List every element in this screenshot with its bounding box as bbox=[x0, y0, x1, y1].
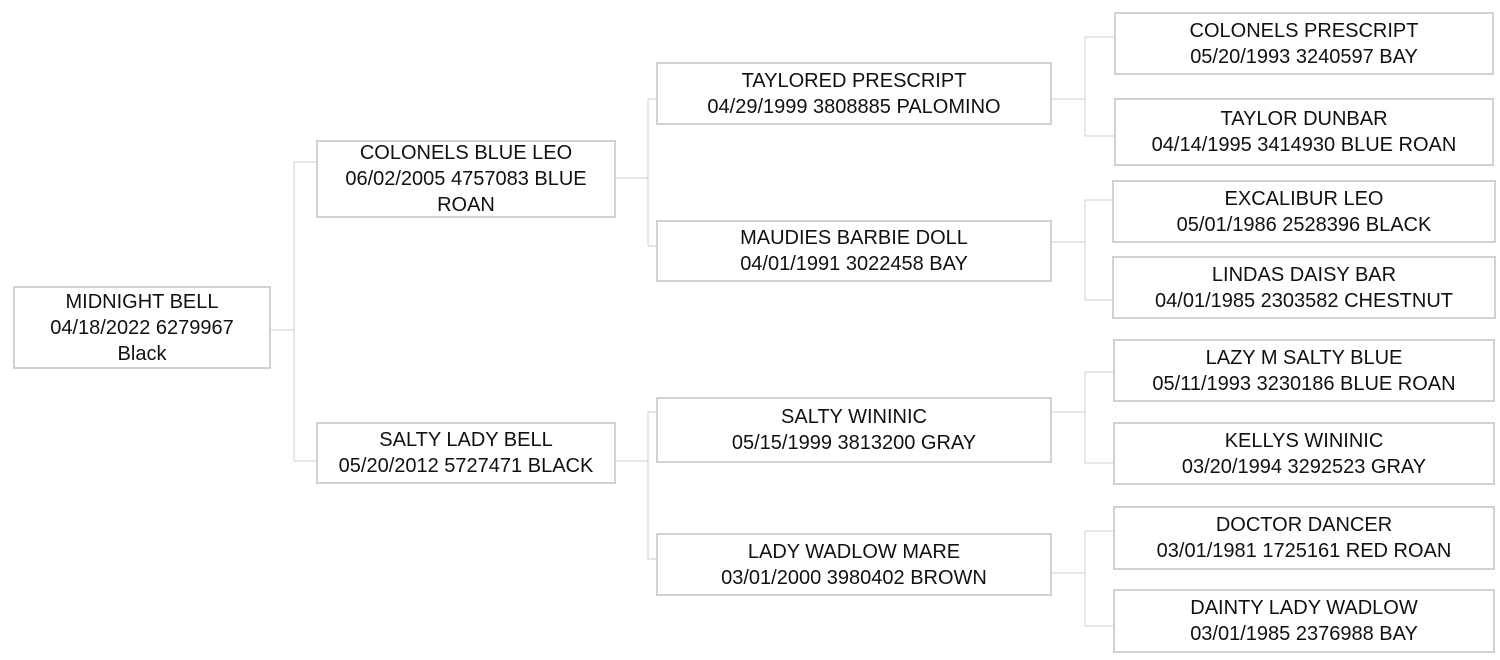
horse-name: MAUDIES BARBIE DOLL bbox=[740, 227, 968, 249]
horse-name: LINDAS DAISY BAR bbox=[1211, 263, 1397, 286]
horse-dam-sire: SALTY WININIC 05/15/1999 3813200 GRAY bbox=[656, 397, 1052, 463]
horse-details: 04/01/1985 2303582 CHESTNUT bbox=[1155, 289, 1453, 312]
horse-dam-dam-sire: DOCTOR DANCER 03/01/1981 1725161 RED ROA… bbox=[1113, 506, 1495, 570]
horse-dam-dam-dam: DAINTY LADY WADLOW 03/01/1985 2376988 BA… bbox=[1113, 589, 1495, 653]
horse-subject: MIDNIGHT BELL 04/18/2022 6279967 Black bbox=[13, 286, 271, 369]
horse-sire-dam-sire: EXCALIBUR LEO 05/01/1986 2528396 BLACK bbox=[1112, 180, 1496, 243]
horse-name: MIDNIGHT BELL bbox=[65, 290, 219, 313]
horse-name: COLONELS BLUE LEO bbox=[359, 142, 573, 164]
horse-name: KELLYS WININIC bbox=[1224, 429, 1384, 452]
horse-sire-sire: TAYLORED PRESCRIPT 04/29/1999 3808885 PA… bbox=[656, 62, 1052, 125]
horse-name: LAZY M SALTY BLUE bbox=[1205, 346, 1403, 369]
connector-dam-dam-parents bbox=[1052, 530, 1113, 627]
horse-details: 05/20/1993 3240597 BAY bbox=[1190, 45, 1418, 68]
horse-details: 03/01/2000 3980402 BROWN bbox=[721, 566, 987, 589]
horse-name: TAYLOR DUNBAR bbox=[1220, 108, 1388, 130]
horse-details: 05/01/1986 2528396 BLACK bbox=[1176, 213, 1432, 236]
horse-name: DOCTOR DANCER bbox=[1215, 514, 1393, 536]
horse-name: DAINTY LADY WADLOW bbox=[1190, 597, 1418, 619]
horse-details: 05/15/1999 3813200 GRAY bbox=[731, 432, 977, 454]
horse-name: EXCALIBUR LEO bbox=[1224, 187, 1384, 210]
horse-details: 06/02/2005 4757083 BLUE ROAN bbox=[345, 168, 587, 216]
horse-name: TAYLORED PRESCRIPT bbox=[741, 69, 967, 92]
horse-dam: SALTY LADY BELL 05/20/2012 5727471 BLACK bbox=[316, 422, 616, 484]
horse-details: 04/14/1995 3414930 BLUE ROAN bbox=[1151, 134, 1457, 156]
horse-details: 04/18/2022 6279967 Black bbox=[50, 316, 234, 365]
horse-details: 03/20/1994 3292523 GRAY bbox=[1181, 455, 1427, 478]
horse-name: SALTY WININIC bbox=[781, 406, 927, 428]
horse-dam-sire-sire: LAZY M SALTY BLUE 05/11/1993 3230186 BLU… bbox=[1113, 339, 1495, 402]
connector-sire-parents bbox=[616, 98, 656, 247]
horse-name: COLONELS PRESCRIPT bbox=[1189, 19, 1419, 42]
horse-sire-dam-dam: LINDAS DAISY BAR 04/01/1985 2303582 CHES… bbox=[1112, 256, 1496, 319]
connector-sire-dam-parents bbox=[1052, 199, 1112, 301]
connector-sire-sire-parents bbox=[1052, 36, 1114, 137]
horse-details: 04/01/1991 3022458 BAY bbox=[740, 253, 968, 275]
horse-sire-sire-sire: COLONELS PRESCRIPT 05/20/1993 3240597 BA… bbox=[1114, 12, 1494, 75]
horse-dam-dam: LADY WADLOW MARE 03/01/2000 3980402 BROW… bbox=[656, 533, 1052, 596]
connector-dam-parents bbox=[616, 411, 656, 560]
horse-details: 04/29/1999 3808885 PALOMINO bbox=[707, 95, 1001, 118]
horse-sire-sire-dam: TAYLOR DUNBAR 04/14/1995 3414930 BLUE RO… bbox=[1114, 98, 1494, 166]
horse-name: SALTY LADY BELL bbox=[379, 429, 553, 451]
horse-sire: COLONELS BLUE LEO 06/02/2005 4757083 BLU… bbox=[316, 140, 616, 218]
horse-details: 05/20/2012 5727471 BLACK bbox=[338, 455, 594, 477]
connector-dam-sire-parents bbox=[1052, 371, 1113, 464]
horse-details: 05/11/1993 3230186 BLUE ROAN bbox=[1152, 372, 1456, 395]
horse-name: LADY WADLOW MARE bbox=[747, 540, 961, 563]
horse-sire-dam: MAUDIES BARBIE DOLL 04/01/1991 3022458 B… bbox=[656, 220, 1052, 282]
horse-details: 03/01/1981 1725161 RED ROAN bbox=[1156, 540, 1452, 562]
horse-dam-sire-dam: KELLYS WININIC 03/20/1994 3292523 GRAY bbox=[1113, 422, 1495, 485]
horse-details: 03/01/1985 2376988 BAY bbox=[1190, 623, 1418, 645]
connector-subject-parents bbox=[271, 161, 316, 462]
